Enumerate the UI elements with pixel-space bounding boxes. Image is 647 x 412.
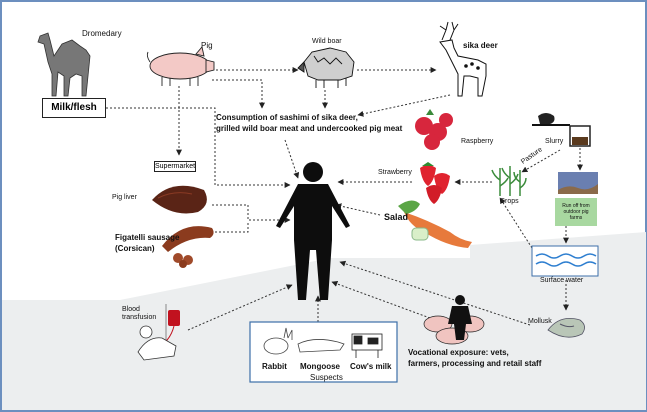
crops-label: Crops: [500, 198, 519, 205]
arrow-pig-consumption: [212, 79, 265, 109]
consumption-line-1: Consumption of sashimi of sika deer,: [216, 113, 358, 122]
consumption-line-2: grilled wild boar meat and undercooked p…: [216, 124, 403, 133]
suspects-title: Suspects: [310, 373, 343, 382]
arrow-vocational-human: [331, 281, 431, 319]
cow-icon: [351, 333, 383, 358]
salad-label: Salad: [384, 212, 409, 222]
blood-bag-icon: [137, 304, 180, 361]
blood-transfusion-label: Blood transfusion: [122, 306, 156, 322]
liver-icon: [152, 185, 207, 214]
camel-icon: [37, 32, 91, 97]
arrow-slurry-crops: [521, 149, 561, 173]
runoff-box: [555, 198, 597, 226]
arrow-mollusk-human: [339, 260, 531, 326]
arrow-liver-human: [212, 204, 291, 223]
surface-water-label: Surface water: [540, 277, 584, 284]
runoff-label: Run off from outdoor pig farms: [562, 203, 590, 221]
wild-boar-icon: [297, 47, 355, 88]
mollusk-label: Mollusk: [528, 318, 552, 325]
pig-icon: [146, 46, 215, 86]
figatelli-line-1: Figatelli sausage: [115, 233, 180, 242]
wild-boar-label: Wild boar: [312, 38, 342, 45]
suspect-cows-milk-label: Cow's milk: [350, 362, 392, 371]
sika-deer-label: sika deer: [463, 41, 498, 50]
salad-icon: [398, 200, 472, 248]
figatelli-line-2: (Corsican): [115, 244, 155, 253]
figatelli-label: Figatelli sausage (Corsican): [115, 232, 179, 254]
vocational-line-2: farmers, processing and retail staff: [408, 359, 542, 368]
suspect-rabbit-label: Rabbit: [262, 362, 287, 371]
crops-icon: [491, 166, 527, 196]
strawberry-label: Strawberry: [378, 169, 412, 176]
arrow-consumption-human: [284, 139, 300, 179]
runoff-photo: [558, 172, 598, 194]
consumption-label: Consumption of sashimi of sika deer, gri…: [216, 112, 402, 134]
sausage-icon: [162, 226, 214, 268]
suspect-mongoose-label: Mongoose: [300, 362, 340, 371]
dromedary-label: Dromedary: [82, 29, 122, 38]
raspberry-label: Raspberry: [461, 138, 494, 145]
worker-icon: [448, 295, 472, 340]
human-silhouette-icon: [276, 162, 350, 300]
rabbit-icon: [263, 327, 293, 355]
deer-icon: [439, 21, 487, 97]
slurry-label: Slurry: [545, 138, 564, 145]
raspberry-icon: [415, 109, 453, 150]
vocational-exposure-label: Vocational exposure: vets, farmers, proc…: [408, 347, 541, 369]
water-icon: [531, 245, 599, 277]
milk-flesh-label: Milk/flesh: [42, 98, 106, 118]
arrow-salad-human: [335, 203, 381, 216]
supermarket-label: Supermarket: [154, 161, 196, 172]
vocational-line-1: Vocational exposure: vets,: [408, 348, 509, 357]
blood-transfusion-line-2: transfusion: [122, 314, 157, 321]
arrow-blood-human: [187, 284, 293, 331]
mongoose-icon: [297, 339, 345, 353]
arrow-water-crops: [499, 197, 533, 249]
pig-farm-icon: [532, 113, 591, 147]
blood-transfusion-line-1: Blood: [122, 306, 140, 313]
pig-label: Pig: [201, 41, 213, 50]
strawberry-icon: [420, 162, 450, 204]
mollusk-icon: [547, 317, 585, 338]
arrow-sausage-join: [215, 222, 249, 233]
pig-liver-label: Pig liver: [112, 194, 137, 201]
